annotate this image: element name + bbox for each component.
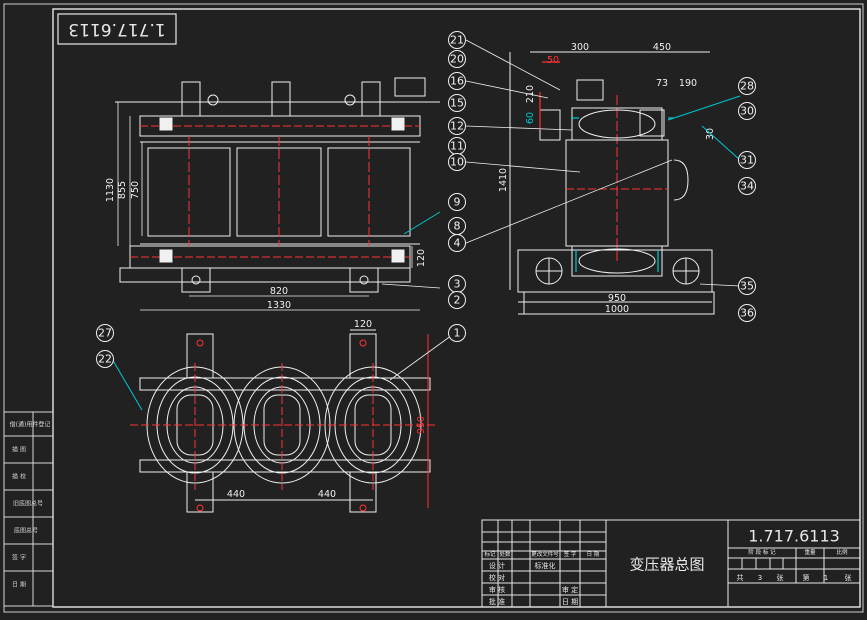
balloon-15: 15 xyxy=(450,97,464,110)
top-dimension-text: 120 950 440 440 xyxy=(227,319,427,500)
dim-950-top: 950 xyxy=(416,416,427,434)
front-dimension-text: 1130 855 750 120 820 1330 xyxy=(105,178,427,311)
rev-header-2: 处数 xyxy=(499,550,511,558)
balloons xyxy=(96,31,756,368)
rotated-drawing-number: 1.717.6113 xyxy=(68,19,165,39)
sheet-no: 1 xyxy=(824,574,828,582)
left-side-strip xyxy=(3,411,54,607)
date-label: 日 期 xyxy=(562,598,578,606)
front-view xyxy=(115,77,440,293)
standardization-label: 标准化 xyxy=(535,561,556,570)
rev-header-3: 更改文件号 xyxy=(531,550,559,558)
scale-header: 比例 xyxy=(836,548,848,556)
front-dimensions xyxy=(117,102,420,311)
sheet-word-4: 张 xyxy=(845,573,852,582)
strip-label-1: 借(通)用件登记 xyxy=(10,421,51,429)
dim-300: 300 xyxy=(571,42,589,53)
title-block xyxy=(481,519,861,608)
balloon-9: 9 xyxy=(454,196,461,209)
balloon-21: 21 xyxy=(450,34,464,47)
balloon-8: 8 xyxy=(454,220,461,233)
balloon-4: 4 xyxy=(454,237,461,250)
row-label-approve: 批 准 xyxy=(489,597,505,606)
balloon-31: 31 xyxy=(740,154,754,167)
row-label-review: 审 核 xyxy=(489,585,505,594)
stage-header: 阶 段 标 记 xyxy=(748,548,776,556)
row-label-design: 设 计 xyxy=(489,561,505,570)
balloon-10: 10 xyxy=(450,156,464,169)
rev-header-4: 签 字 xyxy=(564,550,577,558)
balloon-20: 20 xyxy=(450,53,464,66)
side-red-lugs xyxy=(539,61,560,130)
balloon-30: 30 xyxy=(740,105,754,118)
balloon-1: 1 xyxy=(454,327,461,340)
balloon-labels: 21 20 16 15 12 11 10 9 8 4 3 2 28 30 31 … xyxy=(98,34,754,366)
outer-frame xyxy=(3,3,864,613)
sheet-word-1: 共 xyxy=(737,573,744,582)
sheet-word-3: 第 xyxy=(803,573,810,582)
side-strip-labels: 借(通)用件登记 描 图 描 校 旧底图总号 底图总号 签 字 日 期 xyxy=(10,421,51,589)
dim-190: 190 xyxy=(679,78,697,89)
balloon-34: 34 xyxy=(740,180,754,193)
rotated-number-box: 1.717.6113 xyxy=(57,13,177,45)
dim-1330: 1330 xyxy=(267,300,291,311)
strip-label-4: 旧底图总号 xyxy=(13,500,43,508)
dim-73: 73 xyxy=(656,78,668,89)
strip-label-5: 底图总号 xyxy=(14,527,38,535)
title-block-text: 1.717.6113 变压器总图 标记 处数 更改文件号 签 字 日 期 设 计… xyxy=(484,527,851,607)
dim-60: 60 xyxy=(525,112,536,124)
dim-120-top: 120 xyxy=(354,319,372,330)
drawing-border xyxy=(52,8,861,608)
dim-1410: 1410 xyxy=(498,168,509,192)
dim-820: 820 xyxy=(270,286,288,297)
balloon-2: 2 xyxy=(454,294,461,307)
balloon-22: 22 xyxy=(98,353,112,366)
balloon-36: 36 xyxy=(740,307,754,320)
dim-450: 450 xyxy=(653,42,671,53)
strip-label-3: 描 校 xyxy=(12,473,26,481)
drawing-number: 1.717.6113 xyxy=(748,527,840,546)
dim-440-left: 440 xyxy=(227,489,245,500)
dim-950-side: 950 xyxy=(608,293,626,304)
strip-label-2: 描 图 xyxy=(12,446,26,454)
dim-440-right: 440 xyxy=(318,489,336,500)
dim-50: 50 xyxy=(547,55,559,66)
balloon-35: 35 xyxy=(740,280,754,293)
sheet-word-2: 张 xyxy=(777,573,784,582)
top-view xyxy=(130,329,435,513)
rev-header-5: 日 期 xyxy=(587,551,600,558)
rev-header-1: 标记 xyxy=(484,550,496,558)
row-label-check: 校 对 xyxy=(489,573,505,582)
side-view xyxy=(509,51,715,315)
strip-label-7: 日 期 xyxy=(12,581,26,589)
leader-lines xyxy=(381,39,741,381)
balloon-28: 28 xyxy=(740,80,754,93)
balloon-11: 11 xyxy=(450,140,464,153)
balloon-3: 3 xyxy=(454,278,461,291)
strip-label-6: 签 字 xyxy=(12,554,26,562)
drawing-title: 变压器总图 xyxy=(629,556,704,574)
dim-750: 750 xyxy=(130,181,141,199)
leader-lines-cyan xyxy=(107,95,741,411)
weight-header: 重量 xyxy=(804,548,816,556)
dim-855: 855 xyxy=(117,181,128,199)
dim-1130: 1130 xyxy=(105,178,116,202)
balloon-12: 12 xyxy=(450,120,464,133)
balloon-16: 16 xyxy=(450,75,464,88)
balloon-27: 27 xyxy=(98,327,112,340)
sheet-total: 3 xyxy=(758,574,762,582)
dim-120-base: 120 xyxy=(416,249,427,267)
approval-label: 审 定 xyxy=(562,585,578,594)
dim-1000: 1000 xyxy=(605,304,629,315)
